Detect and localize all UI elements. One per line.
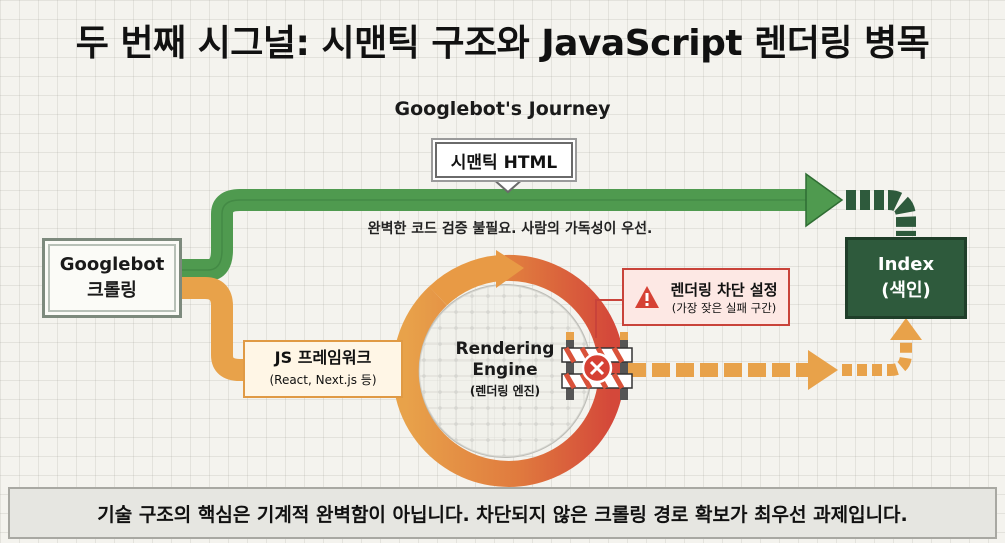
rendering-engine-line1: Rendering [455,338,555,359]
js-framework-examples: (React, Next.js 등) [269,373,377,387]
googlebot-crawl-box: Googlebot 크롤링 [42,238,182,318]
rendering-engine-line2: Engine [472,359,538,380]
green-path-note: 완벽한 코드 검증 불필요. 사람의 가독성이 우선. [367,221,653,237]
ring-arrowhead [496,250,524,288]
rendering-engine-core-fill [419,285,591,457]
roadblock-icon [561,332,633,400]
googlebot-label: Googlebot [59,254,165,275]
render-block-warning: 렌더링 차단 설정 (가장 잦은 실패 구간) [622,268,790,326]
warning-subtitle: (가장 잦은 실패 구간) [671,300,777,315]
riser-arrowhead [890,318,922,340]
diagram-subtitle: Googlebot's Journey [394,98,611,120]
green-dashed-connector [846,190,916,236]
page-title: 두 번째 시그널: 시맨틱 구조와 JavaScript 렌더링 병목 [75,23,930,64]
footer-banner: 기술 구조의 핵심은 기계적 완벽함이 아닙니다. 차단되지 않은 크롤링 경로… [8,487,997,539]
js-framework-box: JS 프레임워크 (React, Next.js 등) [243,340,403,398]
green-arrowhead [805,172,844,228]
rendering-engine-label: Rendering Engine (렌더링 엔진) [440,330,570,410]
semantic-tag-pointer [489,177,527,194]
warning-connector [595,299,622,338]
rendering-engine-line3: (렌더링 엔진) [469,383,541,398]
blocked-dashed-riser [842,336,912,376]
index-box: Index (색인) [845,237,967,319]
warning-text: 렌더링 차단 설정 (가장 잦은 실패 구간) [660,279,788,316]
rendering-engine-ring [392,254,625,487]
semantic-html-tag: 시맨틱 HTML [433,140,575,180]
orange-path [182,277,250,381]
warning-title: 렌더링 차단 설정 [670,280,778,299]
blocked-arrowhead [808,350,838,390]
rendering-engine-ring-top [429,255,502,306]
index-korean-label: (색인) [881,280,931,301]
crawl-label: 크롤링 [87,280,137,301]
green-path-outline [182,199,810,271]
js-framework-title: JS 프레임워크 [274,348,372,367]
warning-triangle-icon [635,286,659,308]
index-label: Index [877,254,935,275]
green-path [182,189,810,281]
